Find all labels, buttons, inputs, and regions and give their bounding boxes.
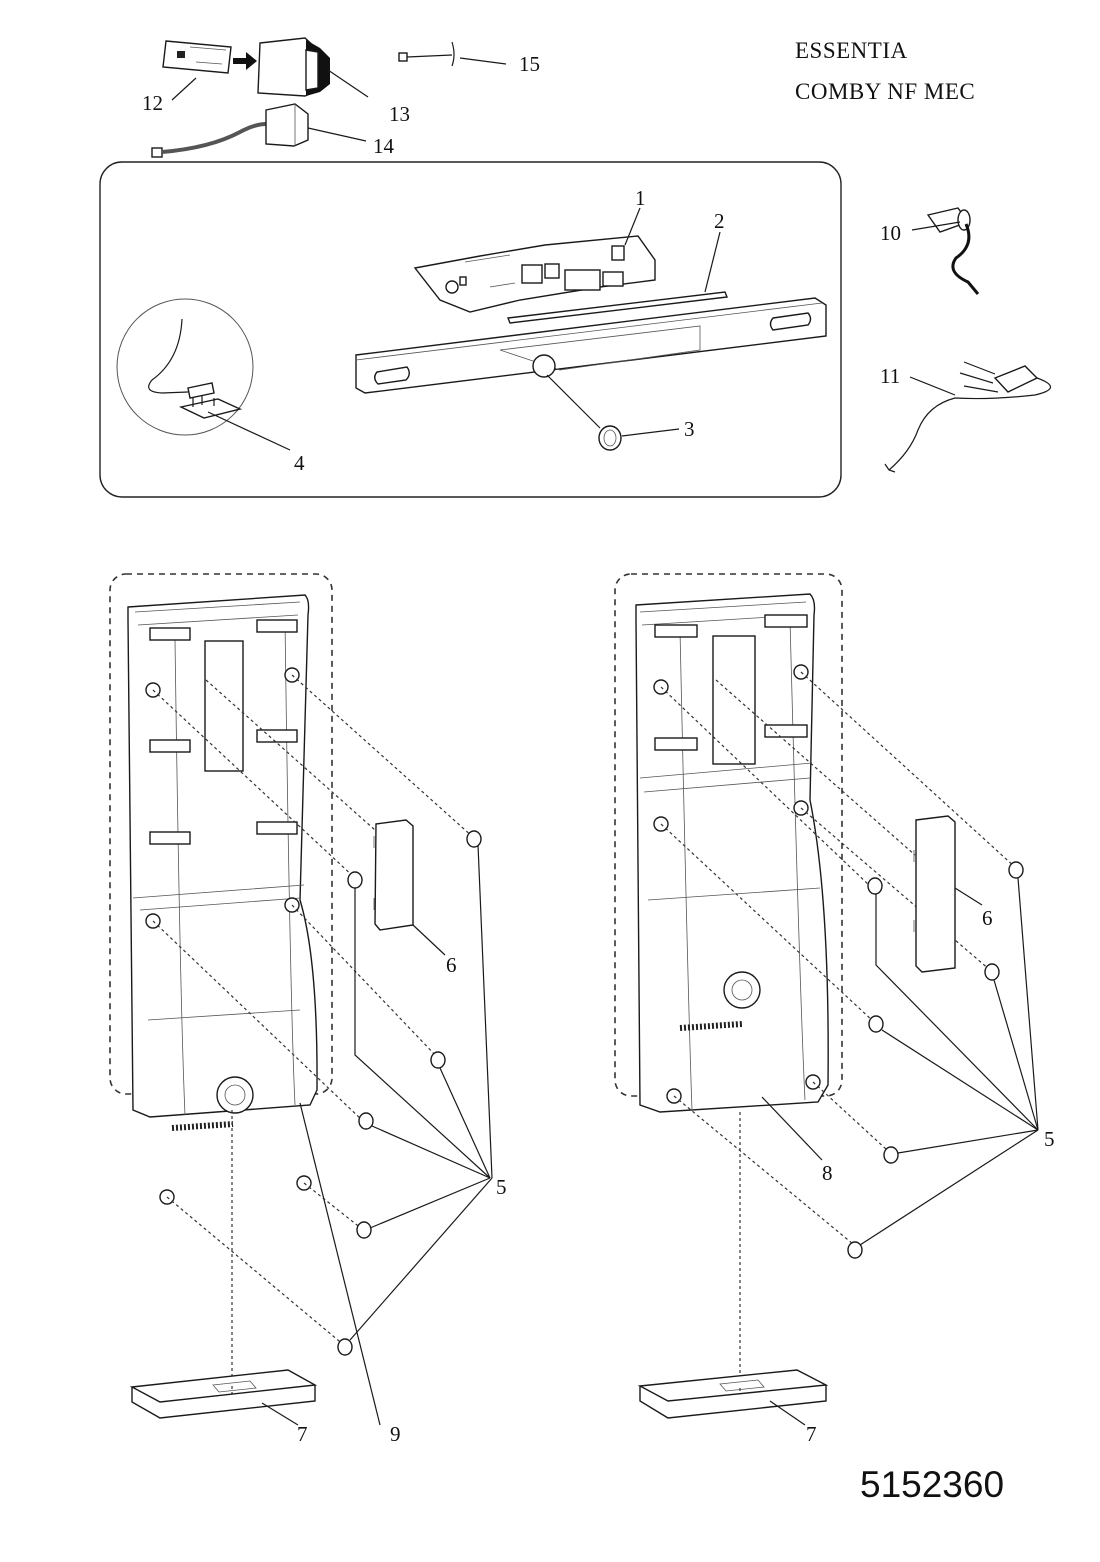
callout-5-right: 5 xyxy=(1044,1127,1055,1151)
callout-4: 4 xyxy=(294,451,305,475)
callout-15: 15 xyxy=(519,52,540,76)
callout-13: 13 xyxy=(389,102,410,126)
insert-arrow-icon xyxy=(233,52,257,70)
right-cover-6 xyxy=(915,815,956,973)
model-title-line1: ESSENTIA xyxy=(795,38,908,63)
callout-9: 9 xyxy=(390,1422,401,1446)
part-4-detail-circle xyxy=(116,298,254,436)
part-10-lamp xyxy=(926,207,980,295)
right-door-liner xyxy=(635,593,829,1113)
part-15-wire xyxy=(398,41,455,67)
callout-11: 11 xyxy=(880,364,900,388)
callout-8: 8 xyxy=(822,1161,833,1185)
part-11-power-cord xyxy=(884,361,1052,473)
part-2-strip xyxy=(507,291,728,324)
assembly-8-outline xyxy=(614,573,843,1097)
control-panel-bar xyxy=(355,297,827,394)
callout-2: 2 xyxy=(714,209,725,233)
right-plugs-5 xyxy=(847,861,1024,1259)
callout-7-left: 7 xyxy=(297,1422,308,1446)
model-title-line2: COMBY NF MEC xyxy=(795,79,975,104)
part-3-knob xyxy=(598,425,622,451)
callout-12: 12 xyxy=(142,91,163,115)
callout-7-right: 7 xyxy=(806,1422,817,1446)
callout-3: 3 xyxy=(684,417,695,441)
left-door-liner xyxy=(127,594,318,1205)
callout-5-left: 5 xyxy=(496,1175,507,1199)
callout-6-left: 6 xyxy=(446,953,457,977)
document-number: 5152360 xyxy=(860,1464,1004,1505)
left-cover-6 xyxy=(374,819,414,931)
part-12-card xyxy=(162,40,232,74)
right-shelf-7 xyxy=(637,1369,829,1419)
callout-14: 14 xyxy=(373,134,395,158)
left-shelf-7 xyxy=(129,1369,318,1419)
left-plugs-5 xyxy=(337,830,482,1356)
part-14-cable xyxy=(151,103,309,158)
part-13-module xyxy=(257,37,330,97)
callout-1: 1 xyxy=(635,186,646,210)
callout-6-right: 6 xyxy=(982,906,993,930)
subassembly-frame xyxy=(99,161,842,498)
callout-10: 10 xyxy=(880,221,901,245)
part-1-control-board xyxy=(413,235,656,313)
